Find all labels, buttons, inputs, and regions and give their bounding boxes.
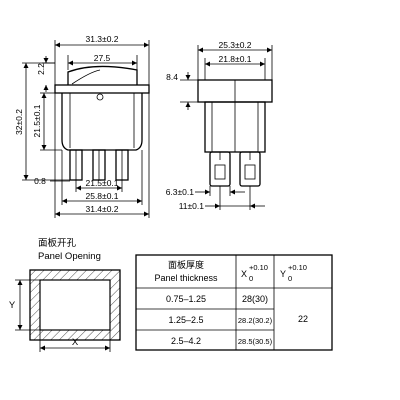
table-row-1-thickness: 0.75–1.25	[166, 294, 206, 304]
front-flange	[54, 84, 150, 94]
panel-y-label: Y	[9, 300, 16, 311]
indicator-hole	[96, 93, 104, 101]
table-row-1-x: 28(30)	[242, 294, 268, 304]
table-header-y-tol-plus: +0.10	[288, 263, 307, 272]
dim-body-width: 25.8±0.1	[85, 191, 118, 201]
dim-rocker-height: 2.2	[36, 63, 46, 75]
panel-opening: 面板开孔 Panel Opening Y X	[9, 237, 121, 352]
front-terminals	[69, 149, 129, 181]
side-terminals	[209, 151, 261, 187]
front-view: 31.3±0.2 27.5 2.2 21.5±0.1 32±0.2 0.8 21…	[14, 34, 150, 218]
dim-side-terminal-span: 11±0.1	[179, 201, 205, 211]
side-view: 25.3±0.2 21.8±0.1 8.4 6.3±0.1 11±0.1	[166, 40, 273, 211]
panel-cutout	[39, 279, 111, 331]
table-header-x-tol-plus: +0.10	[249, 263, 268, 272]
table-header-x: X	[241, 269, 247, 279]
panel-title-en: Panel Opening	[38, 251, 101, 262]
table-row-2-x: 28.2(30.2)	[238, 316, 273, 325]
table-header-y: Y	[280, 269, 286, 279]
table-row-3-thickness: 2.5–4.2	[171, 336, 201, 346]
dim-side-flange-height: 8.4	[166, 72, 178, 82]
dim-side-top-width: 25.3±0.2	[218, 40, 251, 50]
front-body	[61, 93, 143, 151]
table-y-value: 22	[298, 314, 308, 324]
table-header-thickness-cn: 面板厚度	[168, 259, 204, 270]
table-row-3-x: 28.5(30.5)	[238, 337, 273, 346]
table-header-x-tol-zero: 0	[249, 274, 253, 283]
dim-body-height: 21.5±0.1	[32, 104, 42, 137]
dim-front-top-width: 31.3±0.2	[85, 34, 118, 44]
dim-side-terminal-width: 6.3±0.1	[166, 187, 195, 197]
dim-flange-thickness: 0.8	[34, 176, 46, 186]
rocker-outline	[67, 65, 138, 85]
table-header-thickness-en: Panel thickness	[154, 273, 218, 283]
table-row-2-thickness: 1.25–2.5	[168, 315, 203, 325]
dim-side-inner-width: 21.8±0.1	[218, 54, 251, 64]
table-header-y-tol-zero: 0	[288, 274, 292, 283]
panel-title-cn: 面板开孔	[38, 237, 77, 249]
dim-overall-height: 32±0.2	[14, 109, 24, 135]
dim-bottom-width: 31.4±0.2	[85, 204, 118, 214]
dim-rocker-width: 27.5	[94, 53, 111, 63]
dim-terminal-span: 21.5±0.1	[85, 178, 118, 188]
thickness-table: 面板厚度 Panel thickness X +0.10 0 Y +0.10 0…	[135, 254, 333, 351]
panel-x-label: X	[72, 337, 79, 348]
